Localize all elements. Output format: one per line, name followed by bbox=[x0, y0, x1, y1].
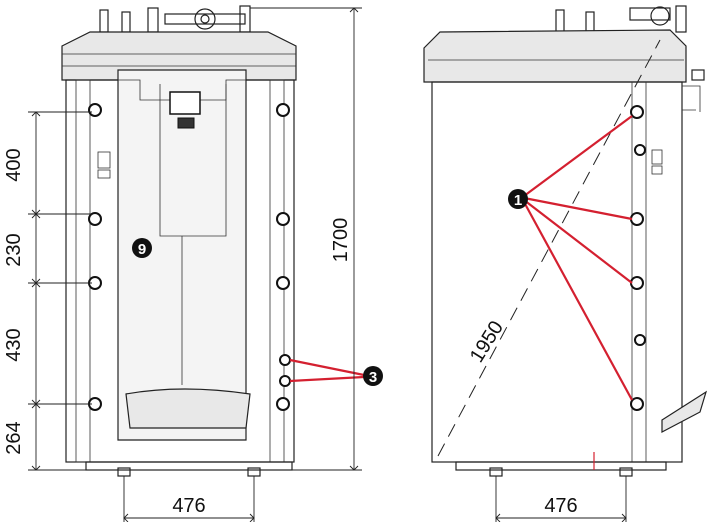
side-lid bbox=[423, 29, 687, 83]
callout-1-label: 1 bbox=[514, 192, 522, 209]
dim-front-264: 264 bbox=[3, 421, 25, 454]
front-base bbox=[85, 461, 293, 471]
front-port-left-1 bbox=[88, 103, 102, 117]
front-port-right-1 bbox=[276, 103, 290, 117]
front-port-right-2 bbox=[276, 212, 290, 226]
front-top-fittings bbox=[99, 5, 251, 33]
callout-3: 3 bbox=[363, 366, 383, 386]
dim-front-476: 476 bbox=[172, 495, 205, 517]
dim-front-430: 430 bbox=[3, 328, 25, 361]
side-port-1 bbox=[630, 105, 644, 119]
dim-front-230: 230 bbox=[3, 233, 25, 266]
front-view: 3 9 bbox=[61, 5, 383, 477]
side-view: 1950 1 476 bbox=[423, 5, 708, 522]
front-dimensions: 400 230 430 264 1700 476 bbox=[3, 7, 362, 522]
front-lid bbox=[61, 31, 297, 81]
side-base bbox=[455, 461, 667, 471]
front-port-right-3 bbox=[276, 276, 290, 290]
display-screen bbox=[169, 91, 201, 115]
front-handle bbox=[125, 388, 251, 429]
front-connection-1 bbox=[279, 354, 291, 366]
front-connection-2 bbox=[279, 375, 291, 387]
side-handle bbox=[661, 390, 708, 433]
side-port-2 bbox=[630, 212, 644, 226]
side-port-3 bbox=[630, 276, 644, 290]
dim-front-400: 400 bbox=[3, 148, 25, 181]
dim-side-476: 476 bbox=[544, 495, 577, 517]
front-port-right-4 bbox=[276, 397, 290, 411]
dim-front-1700: 1700 bbox=[330, 218, 352, 263]
front-port-left-2 bbox=[88, 212, 102, 226]
side-body bbox=[431, 81, 683, 463]
callout-9-label: 9 bbox=[138, 241, 146, 258]
callout-1: 1 bbox=[508, 189, 528, 209]
side-top-fittings bbox=[555, 5, 687, 33]
callout-3-label: 3 bbox=[369, 369, 377, 386]
diagonal-line bbox=[437, 39, 661, 457]
control-buttons bbox=[177, 117, 195, 129]
dim-side-1950: 1950 bbox=[466, 317, 508, 366]
callout-9: 9 bbox=[132, 238, 152, 258]
side-port-4 bbox=[630, 397, 644, 411]
